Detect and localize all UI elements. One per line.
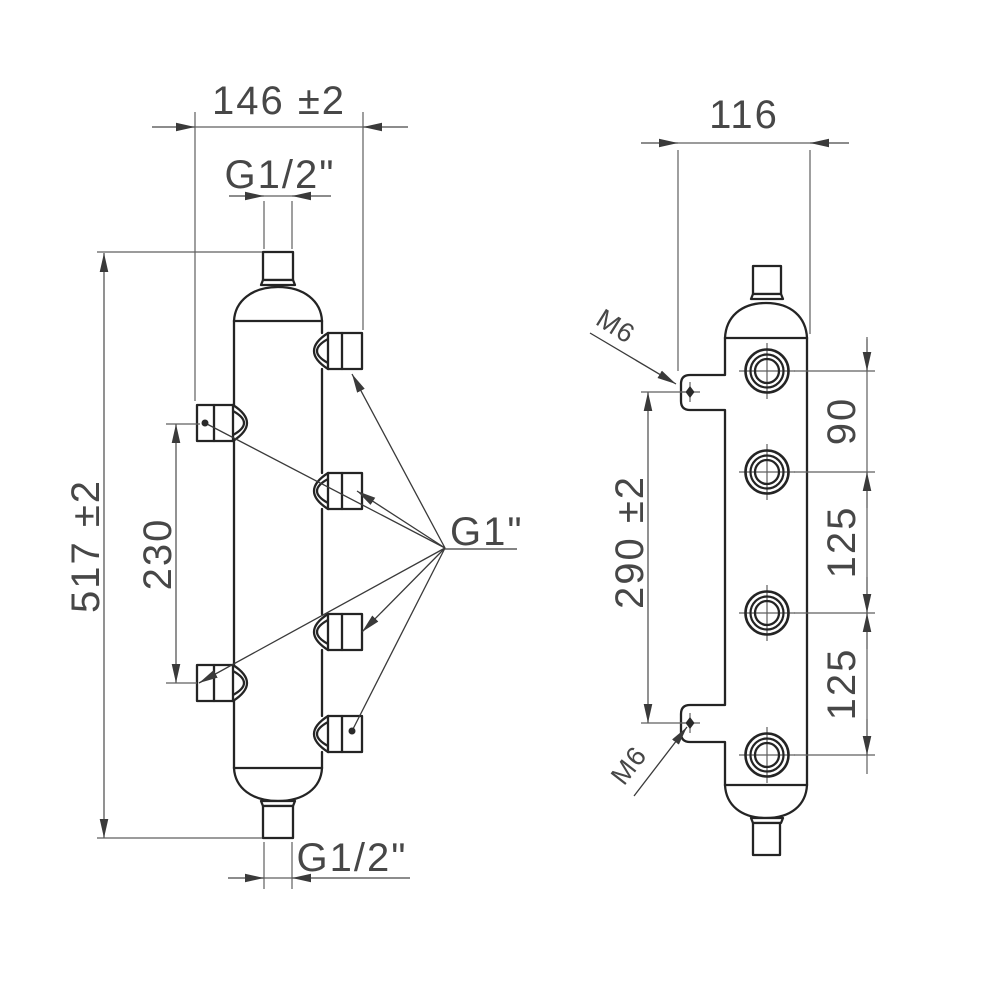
leader-dot xyxy=(201,419,209,427)
front-bottom-spigot xyxy=(261,804,295,840)
callout-m6-top: M6 xyxy=(589,303,677,385)
bracket-hole-bottom xyxy=(685,717,695,729)
side-port-circle-3 xyxy=(739,585,795,641)
side-port-circle-2 xyxy=(739,444,795,500)
dim-left-port-spacing-230: 230 xyxy=(136,423,200,684)
dim-bottom-connection: G1/2" xyxy=(228,836,410,889)
mounting-brackets xyxy=(679,373,725,744)
bracket-spacing-label: 290 ±2 xyxy=(608,475,652,609)
port-offset-top-label: 90 xyxy=(820,397,864,446)
front-vessel-outline xyxy=(232,250,324,840)
side-top-spigot xyxy=(751,264,783,296)
width-dim-label: 146 ±2 xyxy=(212,79,346,123)
dim-top-connection: G1/2" xyxy=(225,153,336,249)
leader-dot xyxy=(348,727,356,735)
front-right-port-2 xyxy=(326,471,364,511)
side-vessel-outline xyxy=(723,264,809,857)
dim-width-146: 146 ±2 xyxy=(152,79,408,401)
front-right-port-1 xyxy=(326,331,364,371)
side-bottom-spigot xyxy=(751,821,782,857)
side-face-ports xyxy=(739,343,795,783)
front-top-spigot xyxy=(261,250,295,282)
bottom-connection-label: G1/2" xyxy=(297,836,408,880)
bracket-thread-bottom-label: M6 xyxy=(605,741,653,791)
bracket-thread-top-label: M6 xyxy=(591,303,640,349)
dim-depth-116: 116 xyxy=(641,93,849,371)
height-dim-label: 517 ±2 xyxy=(64,479,108,613)
depth-dim-label: 116 xyxy=(709,93,779,137)
side-top-spigot-flare xyxy=(749,292,785,301)
port-spacing-upper-label: 125 xyxy=(820,506,864,579)
dim-bracket-spacing-290: 290 ±2 xyxy=(608,391,686,724)
side-port-circle-4 xyxy=(739,727,795,783)
side-port-circle-1 xyxy=(739,343,795,399)
side-ports-thread-label: G1" xyxy=(450,510,524,554)
dim-chain-port-spacing: 90 125 125 xyxy=(794,337,875,774)
callout-m6-bottom: M6 xyxy=(605,726,688,797)
bracket-hole-top xyxy=(685,386,695,398)
front-view: 146 ±2 G1/2" 517 ±2 230 xyxy=(64,79,524,889)
dim-height-517: 517 ±2 xyxy=(64,251,262,839)
front-right-port-3 xyxy=(326,612,364,652)
side-view: 116 290 ±2 90 125 125 xyxy=(589,93,875,857)
top-connection-label: G1/2" xyxy=(225,153,336,197)
port-spacing-lower-label: 125 xyxy=(820,648,864,721)
callout-side-ports-g1: G1" xyxy=(198,373,524,735)
front-top-spigot-flare xyxy=(259,278,297,287)
front-left-ports xyxy=(195,403,249,703)
left-port-spacing-label: 230 xyxy=(136,518,180,591)
